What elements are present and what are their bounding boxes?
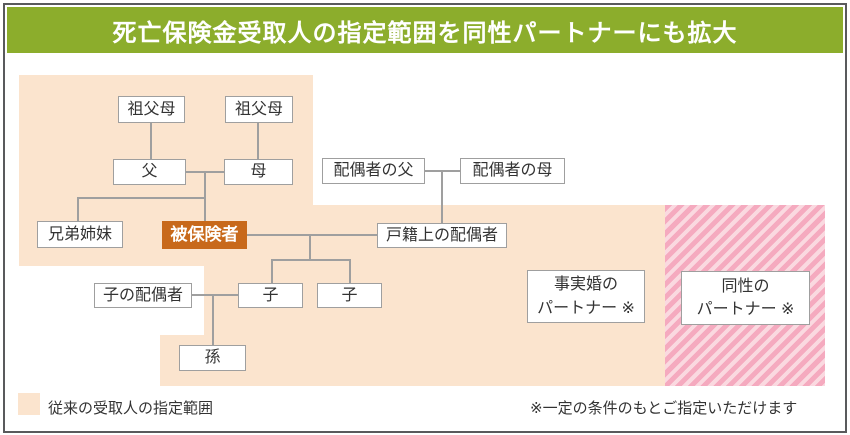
node-same-sex-partner: 同性の パートナー ※	[681, 271, 810, 325]
line-drop-to-siblings	[77, 198, 79, 221]
legend-label: 従来の受取人の指定範囲	[48, 400, 214, 417]
node-legal-spouse: 戸籍上の配偶者	[377, 223, 507, 248]
same-sex-partner-line2: パートナー ※	[696, 301, 795, 318]
node-spouse-mother: 配偶者の母	[460, 158, 565, 184]
line-drop-to-grandchild	[212, 295, 214, 345]
line-couple-to-children-branch	[309, 235, 311, 260]
node-defacto-partner: 事実婚の パートナー ※	[527, 270, 645, 323]
node-child-2: 子	[317, 283, 382, 308]
diagram-title-bar: 死亡保険金受取人の指定範囲を同性パートナーにも拡大	[7, 7, 843, 53]
same-sex-partner-line1: 同性の	[721, 277, 770, 295]
line-parents-to-insured	[204, 172, 206, 221]
line-branch-to-siblings	[77, 197, 206, 199]
traditional-scope-region-top	[19, 75, 313, 206]
line-spouse-parents-to-legal-spouse	[441, 171, 443, 223]
legend-swatch	[18, 393, 40, 415]
diagram-title: 死亡保険金受取人の指定範囲を同性パートナーにも拡大	[112, 19, 738, 47]
node-spouse-father: 配偶者の父	[322, 158, 425, 184]
node-grandchild: 孫	[179, 345, 246, 371]
line-children-branch	[271, 259, 351, 261]
defacto-partner-line1: 事実婚の	[553, 276, 618, 294]
node-grandparents-right: 祖父母	[225, 96, 293, 123]
line-grandparents-right-to-mother	[257, 123, 259, 159]
line-drop-to-child-1	[271, 260, 273, 283]
line-insured-to-legal-spouse	[247, 234, 377, 236]
node-father: 父	[113, 159, 186, 185]
defacto-partner-line2: パートナー ※	[537, 299, 635, 317]
node-mother: 母	[224, 159, 293, 185]
line-child-spouse-to-child	[192, 294, 238, 296]
node-grandparents-left: 祖父母	[118, 96, 185, 123]
line-drop-to-child-2	[349, 260, 351, 283]
node-insured-person: 被保険者	[162, 221, 247, 249]
footnote-text: ※一定の条件のもとご指定いただけます	[530, 400, 798, 417]
node-siblings: 兄弟姉妹	[37, 221, 123, 248]
node-child-spouse: 子の配偶者	[94, 283, 192, 308]
node-child-1: 子	[238, 283, 303, 308]
line-grandparents-left-to-father	[150, 123, 152, 159]
